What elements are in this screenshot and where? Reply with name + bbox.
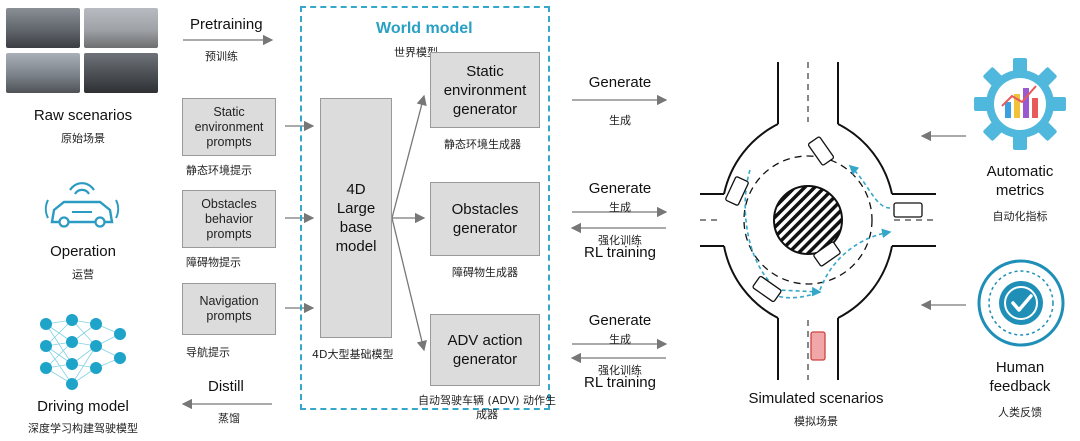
automatic-metrics-label-zh: 自动化指标	[992, 210, 1048, 223]
navigation-prompts-label: Navigation prompts	[199, 294, 259, 323]
simulated-scenarios-label-zh: 模拟场景	[794, 415, 838, 428]
rl-training-label-2: RL training	[584, 244, 656, 261]
adv-action-generator-zh: 自动驾驶车辆 (ADV) 动作生成器	[418, 394, 556, 421]
navigation-prompts-zh: 导航提示	[186, 346, 230, 359]
distill-label-zh: 蒸馏	[218, 412, 240, 425]
generate-label-1-zh: 生成	[609, 114, 631, 127]
static-environment-prompts-label: Static environment prompts	[194, 104, 264, 149]
static-environment-prompts-zh: 静态环境提示	[186, 164, 252, 177]
metrics-gear-icon	[974, 58, 1066, 150]
operation-label-zh: 运营	[72, 268, 94, 281]
static-environment-prompts-box: Static environment prompts	[182, 98, 276, 156]
scenario-thumb-2	[84, 8, 158, 48]
base-to-adv-gen	[391, 217, 427, 352]
generate-label-2: Generate	[588, 180, 652, 197]
operation-label: Operation	[50, 243, 116, 260]
generate-label-3-zh: 生成	[609, 333, 631, 346]
obstacles-generator-zh: 障碍物生成器	[452, 266, 518, 279]
scenario-thumb-1	[6, 8, 80, 48]
pretraining-label: Pretraining	[190, 16, 263, 33]
automatic-metrics-label: Automatic metrics	[986, 163, 1054, 199]
human-feedback-label: Human feedback	[989, 359, 1051, 395]
roundabout-illustration	[700, 62, 936, 380]
pretraining-label-zh: 预训练	[205, 50, 238, 63]
obstacles-behavior-prompts-label: Obstacles behavior prompts	[201, 196, 257, 241]
obstacles-generator-label: Obstacles generator	[451, 201, 519, 237]
driving-model-label: Driving model	[37, 398, 129, 415]
raw-scenarios-label-zh: 原始场景	[61, 132, 105, 145]
static-environment-generator-box: Static environment generator	[430, 52, 540, 128]
feedback-badge-icon	[977, 259, 1065, 347]
driving-model-label-zh: 深度学习构建驾驶模型	[28, 422, 138, 435]
neural-network-icon	[40, 314, 126, 390]
obstacles-behavior-prompts-zh: 障碍物提示	[186, 256, 241, 269]
obstacles-generator-box: Obstacles generator	[430, 182, 540, 256]
generate-label-2-zh: 生成	[609, 201, 631, 214]
base-model-label-zh: 4D大型基础模型	[312, 348, 394, 361]
generate-label-1: Generate	[588, 74, 652, 91]
scenario-thumb-3	[6, 53, 80, 93]
distill-label: Distill	[208, 378, 244, 395]
world-model-title: World model	[376, 20, 473, 37]
generate-label-3: Generate	[588, 312, 652, 329]
obstacles-behavior-prompts-box: Obstacles behavior prompts	[182, 190, 276, 248]
adv-action-generator-label: ADV action generator	[447, 332, 523, 368]
connected-car-icon	[44, 182, 120, 228]
human-feedback-label-zh: 人类反馈	[998, 406, 1042, 419]
scenario-thumb-4	[84, 53, 158, 93]
raw-scenarios-label: Raw scenarios	[33, 107, 133, 124]
rl-training-label-3-zh: 强化训练	[598, 364, 642, 377]
navigation-prompts-box: Navigation prompts	[182, 283, 276, 335]
rl-training-label-2-zh: 强化训练	[598, 234, 642, 247]
world-model-title-zh: 世界模型	[394, 46, 438, 59]
base-to-static-gen	[391, 94, 427, 219]
static-environment-generator-zh: 静态环境生成器	[444, 138, 521, 151]
simulated-scenarios-label: Simulated scenarios	[748, 390, 884, 407]
rl-training-label-3: RL training	[584, 374, 656, 391]
adv-action-generator-box: ADV action generator	[430, 314, 540, 386]
world-model-frame	[300, 6, 550, 410]
base-model-label: 4D Large base model	[335, 181, 377, 255]
static-environment-generator-label: Static environment generator	[443, 62, 527, 118]
base-model-box: 4D Large base model	[320, 98, 392, 338]
